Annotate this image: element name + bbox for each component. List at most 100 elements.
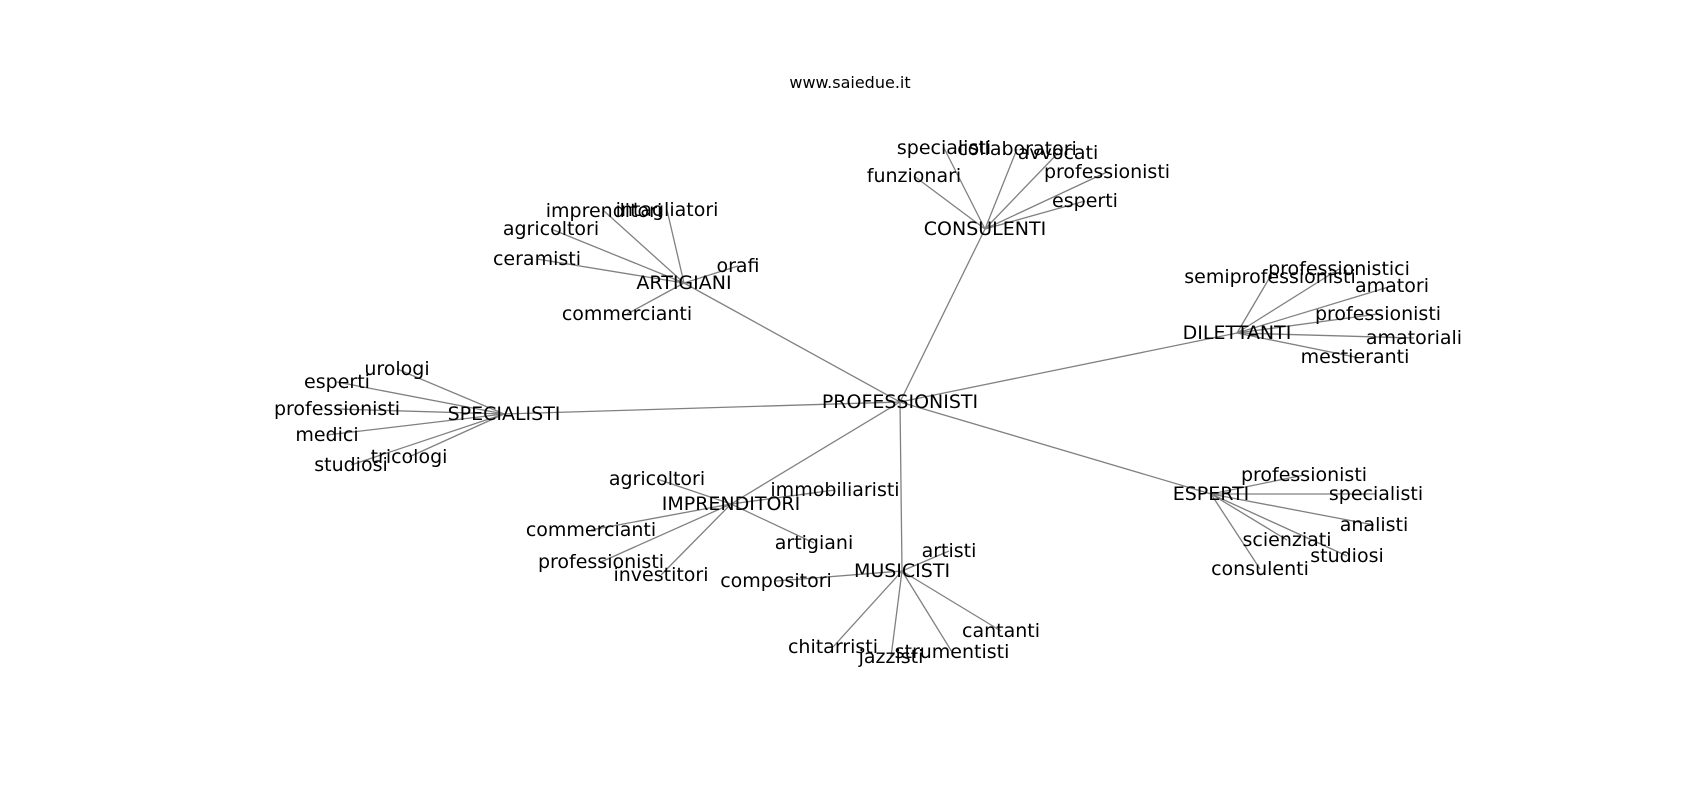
edge-imprenditori-artigiani (730, 503, 815, 544)
edge-consulenti-avvocati (984, 152, 1059, 230)
leaf-node-consulenti-professionisti: professionisti (1044, 161, 1170, 183)
leaf-node-musicisti-jazzisti: jazzisti (858, 646, 924, 668)
edge-musicisti-cantanti (901, 570, 1002, 632)
edge-artigiani-imprenditori (603, 210, 685, 284)
leaf-node-specialisti-esperti: esperti (304, 371, 370, 393)
edge-esperti-analisti (1210, 493, 1375, 526)
diagram-title: www.saiedue.it (789, 73, 910, 92)
edge-specialisti-tricologi (408, 413, 505, 458)
leaf-node-consulenti-specialisti: specialisti (897, 137, 991, 159)
edge-specialisti-studiosi (350, 413, 505, 466)
group-node-consulenti: CONSULENTI (924, 218, 1046, 240)
leaf-node-consulenti-avvocati: avvocati (1018, 142, 1099, 164)
edge-imprenditori-investitori (660, 503, 732, 576)
edge-esperti-scienziati (1210, 493, 1288, 541)
leaf-node-imprenditori-commercianti: commercianti (526, 519, 656, 541)
leaf-node-dilettanti-professionistici: professionistici (1268, 258, 1410, 280)
leaf-node-esperti-specialisti: specialisti (1329, 483, 1423, 505)
edge-esperti-studiosi (1210, 493, 1348, 557)
leaf-node-musicisti-compositori: compositori (720, 570, 832, 592)
leaf-node-artigiani-intagliatori: intagliatori (616, 199, 719, 221)
edge-specialisti-esperti (336, 381, 505, 415)
leaf-node-artigiani-imprenditori: imprenditori (546, 200, 662, 222)
leaf-node-specialisti-professionisti: professionisti (274, 398, 400, 420)
edge-dilettanti-semiprofessionisti (1236, 276, 1271, 334)
leaf-node-specialisti-medici: medici (295, 424, 358, 446)
group-node-imprenditori: IMPRENDITORI (662, 493, 800, 515)
leaf-node-artigiani-orafi: orafi (716, 255, 759, 277)
edge-dilettanti-amatoriali (1236, 332, 1415, 339)
center-node-professionisti: PROFESSIONISTI (822, 391, 978, 413)
edge-dilettanti-professionisti (1236, 313, 1379, 334)
edge-artigiani-ceramisti (536, 258, 685, 284)
edge-imprenditori-commercianti (590, 503, 732, 531)
leaf-node-esperti-analisti: analisti (1340, 514, 1409, 536)
edge-artigiani-commercianti (626, 282, 685, 315)
leaf-node-dilettanti-amatoriali: amatoriali (1366, 327, 1462, 349)
leaf-node-musicisti-strumentisti: strumentisti (895, 641, 1010, 663)
edge-center-consulenti (899, 228, 986, 403)
edge-consulenti-specialisti (943, 147, 986, 230)
edge-musicisti-artisti (901, 550, 950, 572)
edge-imprenditori-agricoltori (656, 478, 732, 505)
leaf-node-dilettanti-semiprofessionisti: semiprofessionisti (1184, 266, 1355, 288)
leaf-node-esperti-consulenti: consulenti (1211, 558, 1309, 580)
leaf-node-specialisti-studiosi: studiosi (314, 454, 388, 476)
leaf-node-musicisti-artisti: artisti (922, 540, 977, 562)
edge-consulenti-funzionari (913, 175, 986, 230)
leaf-node-consulenti-collaboratori: collaboratori (957, 138, 1077, 160)
leaf-node-esperti-studiosi: studiosi (1310, 545, 1384, 567)
leaf-node-imprenditori-artigiani: artigiani (775, 532, 854, 554)
edge-specialisti-urologi (396, 368, 505, 415)
leaf-node-consulenti-esperti: esperti (1052, 190, 1118, 212)
edge-esperti-consulenti (1210, 493, 1261, 570)
edge-dilettanti-mestieranti (1236, 332, 1356, 358)
edge-center-imprenditori (730, 401, 901, 505)
edge-artigiani-agricoltori (550, 228, 685, 284)
group-node-specialisti: SPECIALISTI (448, 403, 561, 425)
leaf-node-imprenditori-investitori: investitori (613, 564, 708, 586)
leaf-node-dilettanti-mestieranti: mestieranti (1301, 346, 1410, 368)
edge-musicisti-chitarristi (832, 570, 903, 648)
edge-center-artigiani (683, 282, 901, 403)
edge-artigiani-intagliatori (666, 209, 685, 284)
edge-dilettanti-amatori (1236, 285, 1393, 334)
group-node-dilettanti: DILETTANTI (1183, 322, 1292, 344)
edge-consulenti-collaboratori (984, 148, 1018, 230)
nodes-layer: PROFESSIONISTICONSULENTIspecialisticolla… (274, 137, 1462, 668)
edge-center-dilettanti (899, 332, 1238, 403)
group-node-musicisti: MUSICISTI (854, 560, 950, 582)
leaf-node-artigiani-ceramisti: ceramisti (493, 248, 581, 270)
leaf-node-imprenditori-professionisti: professionisti (538, 551, 664, 573)
edge-musicisti-compositori (775, 570, 903, 582)
edge-artigiani-orafi (683, 265, 739, 284)
leaf-node-esperti-professionisti: professionisti (1241, 464, 1367, 486)
leaf-node-dilettanti-professionisti: professionisti (1315, 303, 1441, 325)
edge-center-specialisti (503, 401, 901, 415)
edge-specialisti-medici (326, 413, 505, 436)
edge-imprenditori-immobiliaristi (730, 489, 836, 505)
group-node-esperti: ESPERTI (1173, 483, 1250, 505)
leaf-node-dilettanti-amatori: amatori (1355, 275, 1429, 297)
leaf-node-musicisti-chitarristi: chitarristi (788, 636, 878, 658)
leaf-node-musicisti-cantanti: cantanti (962, 620, 1040, 642)
edge-musicisti-jazzisti (890, 570, 903, 658)
leaf-node-imprenditori-agricoltori: agricoltori (609, 468, 705, 490)
edge-consulenti-esperti (984, 200, 1086, 230)
leaf-node-artigiani-commercianti: commercianti (562, 303, 692, 325)
edge-dilettanti-professionistici (1236, 268, 1340, 334)
edge-musicisti-strumentisti (901, 570, 953, 653)
leaf-node-consulenti-funzionari: funzionari (867, 165, 961, 187)
leaf-node-specialisti-tricologi: tricologi (371, 446, 448, 468)
leaf-node-imprenditori-immobiliaristi: immobiliaristi (770, 479, 899, 501)
edge-center-musicisti (899, 401, 903, 572)
leaf-node-specialisti-urologi: urologi (364, 358, 429, 380)
edges-layer (326, 147, 1415, 658)
edge-esperti-professionisti (1210, 474, 1305, 495)
edge-imprenditori-professionisti (600, 503, 732, 563)
edge-consulenti-professionisti (984, 171, 1108, 230)
edge-specialisti-professionisti (336, 408, 505, 415)
leaf-node-artigiani-agricoltori: agricoltori (503, 218, 599, 240)
group-node-artigiani: ARTIGIANI (636, 272, 731, 294)
